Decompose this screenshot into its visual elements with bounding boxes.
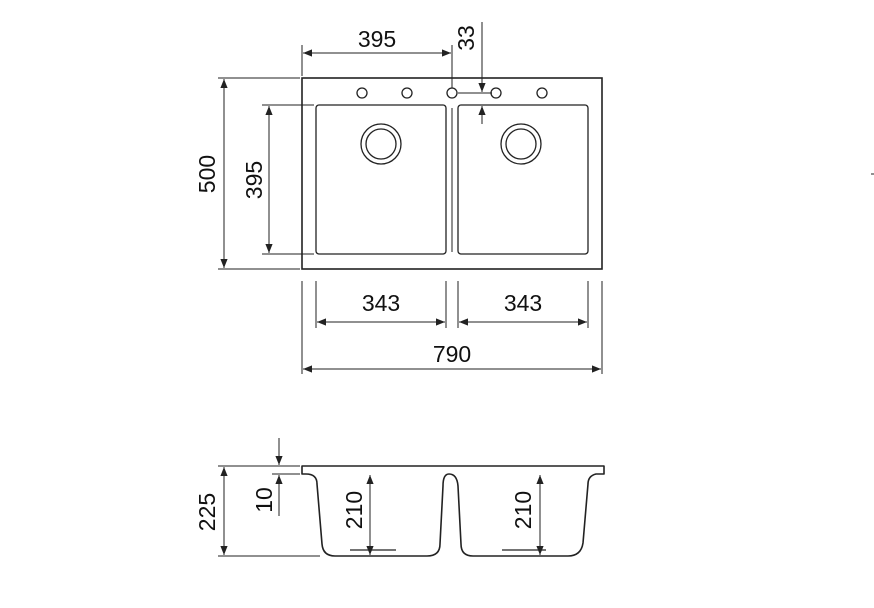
side-view: 225 10 210 210 [194, 438, 605, 557]
dimension-label-33: 33 [453, 25, 479, 51]
dimension-label-395-horizontal: 395 [358, 26, 396, 52]
dimension-label-395-vertical: 395 [241, 161, 267, 199]
left-bowl [315, 104, 447, 255]
tap-holes [356, 87, 548, 99]
tap-hole-5 [536, 87, 548, 99]
dimension-label-210-right: 210 [510, 491, 536, 529]
dimension-label-10: 10 [251, 487, 277, 513]
dimension-label-210-left: 210 [341, 491, 367, 529]
right-bowl [457, 104, 589, 255]
dimension-label-343-right: 343 [504, 290, 542, 316]
top-view: 395 33 500 395 343 343 790 [194, 22, 603, 374]
left-drain [360, 123, 402, 165]
tap-hole-3 [446, 87, 458, 99]
dimension-label-500: 500 [194, 155, 220, 193]
tap-hole-4 [490, 87, 502, 99]
dimension-label-790: 790 [433, 341, 471, 367]
tap-hole-1 [356, 87, 368, 99]
dimension-label-225: 225 [194, 493, 220, 531]
sink-section-profile [301, 465, 605, 557]
right-drain [500, 123, 542, 165]
dimension-label-343-left: 343 [362, 290, 400, 316]
tap-hole-2 [401, 87, 413, 99]
